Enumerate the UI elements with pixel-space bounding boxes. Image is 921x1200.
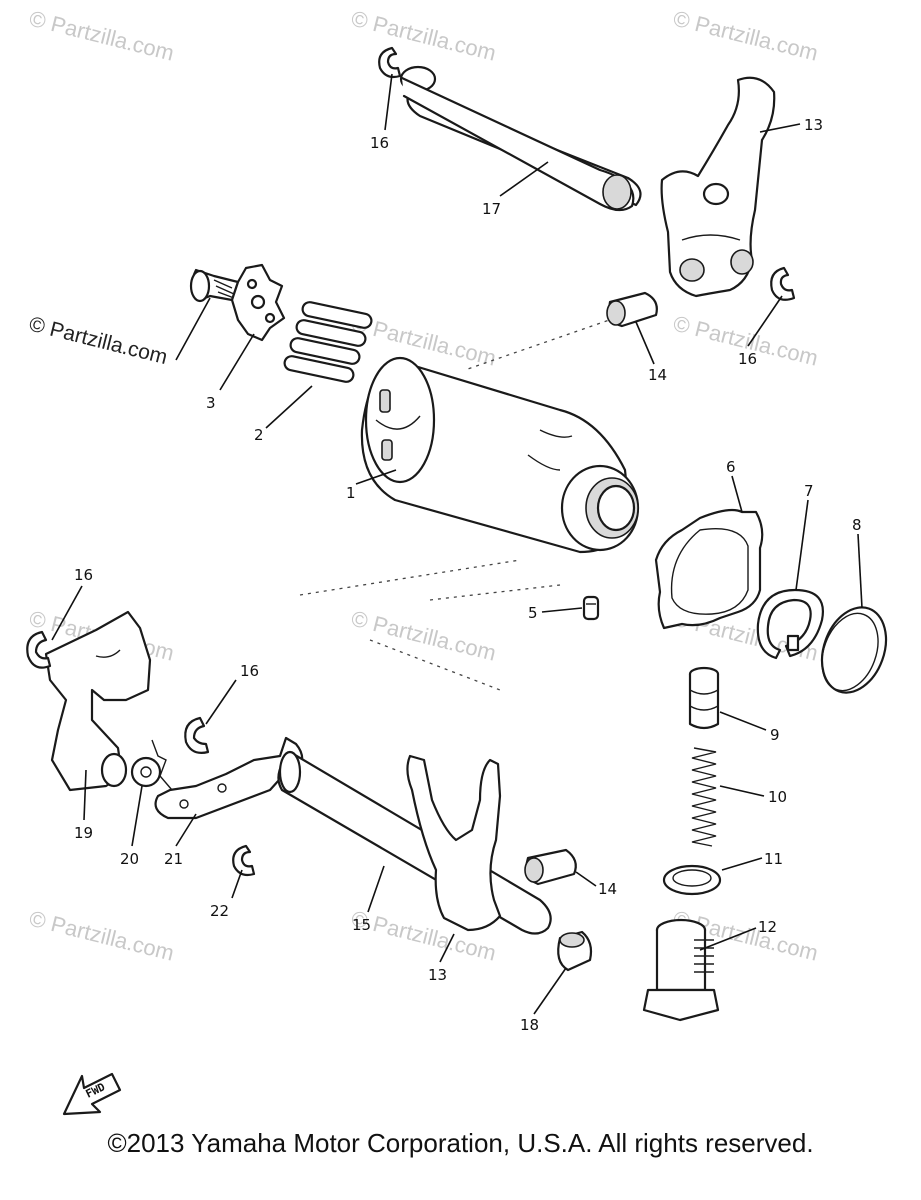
leader-line (83, 769, 87, 821)
leader-line (575, 871, 597, 887)
watermark: © Partzilla.com (671, 6, 821, 66)
callout-15: 15 (352, 916, 371, 934)
leader-line (857, 533, 863, 609)
callout-5: 5 (528, 604, 538, 622)
leader-line (384, 73, 393, 131)
callout-16: 16 (370, 134, 389, 152)
alignment-line (464, 317, 616, 371)
leader-line (731, 475, 743, 513)
part-13-shift-fork-lower (406, 754, 502, 932)
leader-line (533, 967, 567, 1015)
leader-lines (51, 73, 863, 1015)
leader-line (699, 927, 757, 951)
leader-line (219, 333, 255, 391)
part-16-circlip (378, 46, 402, 79)
callout-14: 14 (598, 880, 617, 898)
watermark: © Partzilla.com (27, 313, 170, 370)
part-22-circlip (232, 844, 256, 877)
callout-16: 16 (240, 662, 259, 680)
callout-20: 20 (120, 850, 139, 868)
leader-line (439, 933, 455, 963)
part-16-circlip (184, 716, 210, 754)
part-16-circlip (26, 630, 52, 669)
watermark: © Partzilla.com (349, 606, 499, 666)
part-9-plunger (688, 666, 720, 730)
callout-22: 22 (210, 902, 229, 920)
part-6-stopper-plate (654, 508, 764, 630)
callout-16: 16 (74, 566, 93, 584)
leader-line (131, 785, 143, 847)
part-3-shift-cam-segment (230, 263, 286, 342)
callout-13: 13 (428, 966, 447, 984)
copyright-footer: ©2013 Yamaha Motor Corporation, U.S.A. A… (107, 1128, 814, 1158)
leader-line (265, 385, 313, 429)
part-19-shift-fork-left (44, 610, 152, 792)
alignment-line (299, 559, 521, 596)
callout-11: 11 (764, 850, 783, 868)
leader-line (719, 711, 767, 731)
watermark: © Partzilla.com (349, 6, 499, 66)
part-17-shift-fork-shaft-upper (399, 65, 642, 212)
callout-10: 10 (768, 788, 787, 806)
alignment-line (429, 584, 561, 601)
leader-line (355, 469, 397, 485)
leader-line (175, 297, 211, 361)
leader-line (795, 499, 809, 591)
part-18-dowel-pin (557, 930, 593, 972)
callout-2: 2 (254, 426, 264, 444)
callout-13: 13 (804, 116, 823, 134)
part-8-plug-cap (820, 606, 888, 694)
callout-16: 16 (738, 350, 757, 368)
callout-17: 17 (482, 200, 501, 218)
callout-12: 12 (758, 918, 777, 936)
part-14-dowel-pin (524, 848, 577, 886)
part-14-dowel-pin (606, 291, 658, 328)
part-1-shift-cam-drum (360, 356, 640, 554)
alignment-lines (299, 317, 616, 691)
part-5-pin (582, 595, 600, 621)
callout-7: 7 (804, 482, 814, 500)
leader-line (51, 585, 83, 641)
part-10-spring (691, 747, 717, 847)
part-11-washer (662, 864, 722, 896)
callout-3: 3 (206, 394, 216, 412)
part-16-circlip (770, 266, 796, 301)
callout-19: 19 (74, 824, 93, 842)
leader-line (231, 869, 243, 899)
leader-line (367, 865, 385, 913)
part-12-plug-bolt (642, 918, 720, 1022)
callout-6: 6 (726, 458, 736, 476)
leader-line (635, 321, 655, 365)
leader-line (759, 123, 801, 133)
callout-numbers: 16 17 13 16 14 3 2 1 6 7 8 5 9 10 11 12 … (74, 116, 862, 1034)
leader-line (721, 857, 763, 871)
fwd-arrow: FWD (62, 1072, 122, 1116)
leader-line (175, 813, 197, 847)
leader-line (541, 607, 583, 613)
part-7-circlip-ring (756, 588, 824, 660)
callout-14: 14 (648, 366, 667, 384)
leader-line (205, 679, 237, 725)
callout-9: 9 (770, 726, 780, 744)
part-13-shift-fork-upper (660, 76, 776, 298)
part-20-roller (130, 739, 173, 791)
watermark: © Partzilla.com (27, 6, 177, 66)
watermark: © Partzilla.com (27, 906, 177, 966)
leader-line (499, 161, 549, 197)
part-2-shift-cam-pins (283, 301, 373, 383)
leader-line (719, 785, 765, 797)
callout-8: 8 (852, 516, 862, 534)
part-segment-screw (189, 268, 240, 303)
callout-21: 21 (164, 850, 183, 868)
leader-line (747, 295, 783, 347)
callout-1: 1 (346, 484, 356, 502)
callout-18: 18 (520, 1016, 539, 1034)
